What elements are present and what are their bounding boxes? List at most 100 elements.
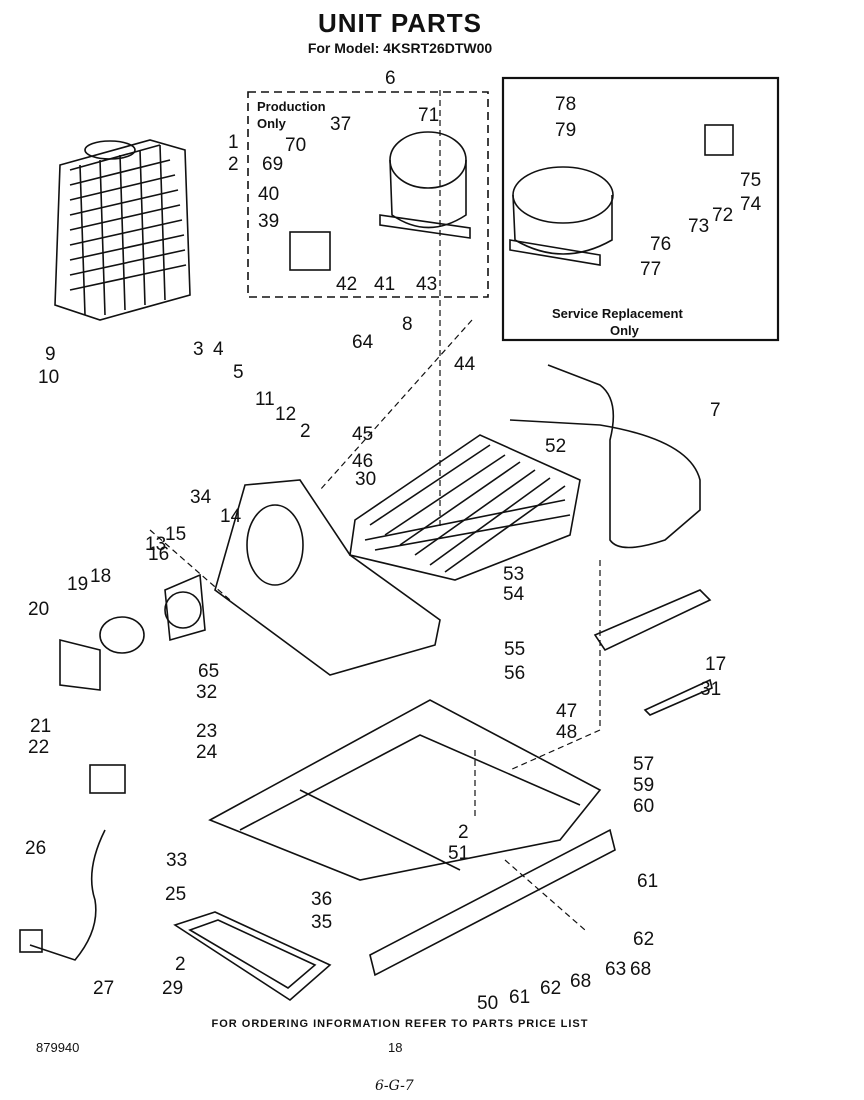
callout-63: 63	[605, 959, 626, 980]
service-compressor-part	[509, 166, 614, 266]
callout-16: 16	[148, 544, 169, 565]
callout-3: 3	[193, 339, 204, 360]
callout-79: 79	[555, 120, 576, 141]
callout-59: 59	[633, 775, 654, 796]
callout-1: 1	[228, 132, 239, 153]
callout-73: 73	[688, 216, 709, 237]
service-replacement-box	[501, 76, 780, 342]
callout-10: 10	[38, 367, 59, 388]
document-code: 879940	[36, 1040, 80, 1055]
callout-11: 11	[255, 389, 275, 410]
callout-26: 26	[25, 838, 46, 859]
callout-19: 19	[67, 574, 88, 595]
callout-43: 43	[416, 274, 437, 295]
callout-75: 75	[740, 170, 761, 191]
callout-15: 15	[165, 524, 186, 545]
callout-27: 27	[93, 978, 114, 999]
callout-36: 36	[311, 889, 332, 910]
callout-6: 6	[385, 68, 396, 89]
callout-70: 70	[285, 135, 306, 156]
callout-2: 2	[458, 822, 469, 843]
production-label: Production	[257, 99, 326, 114]
ordering-note: FOR ORDERING INFORMATION REFER TO PARTS …	[211, 1018, 589, 1030]
callout-7: 7	[710, 400, 721, 421]
callout-40: 40	[258, 184, 279, 205]
callout-5: 5	[233, 362, 244, 383]
callout-32: 32	[196, 682, 217, 703]
callout-35: 35	[311, 912, 332, 933]
callout-20: 20	[28, 599, 49, 620]
base-frame-part	[208, 699, 616, 977]
callout-18: 18	[90, 566, 111, 587]
tubing-part	[509, 364, 701, 549]
fan-shroud-part	[214, 479, 441, 676]
callout-30: 30	[355, 469, 376, 490]
callout-14: 14	[220, 506, 242, 527]
callout-50: 50	[477, 993, 498, 1014]
service-overload-part	[704, 124, 734, 156]
callout-65: 65	[198, 661, 219, 682]
page-number: 18	[388, 1040, 403, 1055]
production-only-box	[247, 91, 489, 298]
callout-44: 44	[454, 354, 476, 375]
callout-68: 68	[570, 971, 591, 992]
callout-2: 2	[228, 154, 239, 175]
callout-57: 57	[633, 754, 654, 775]
callout-9: 9	[45, 344, 56, 365]
callout-51: 51	[448, 843, 469, 864]
callout-2: 2	[175, 954, 186, 975]
callout-37: 37	[330, 114, 351, 135]
callout-22: 22	[28, 737, 49, 758]
callout-46: 46	[352, 451, 373, 472]
service-label: Service Replacement	[552, 306, 683, 321]
relay-part	[89, 764, 126, 794]
callout-25: 25	[165, 884, 186, 905]
callout-45: 45	[352, 424, 373, 445]
callout-8: 8	[402, 314, 413, 335]
callout-4: 4	[213, 339, 224, 360]
fan-blade-part	[164, 573, 206, 642]
evaporator-coil-part	[349, 434, 581, 581]
callout-41: 41	[374, 274, 395, 295]
callout-55: 55	[504, 639, 525, 660]
power-cord-part	[19, 829, 106, 961]
callout-34: 34	[190, 487, 212, 508]
callout-74: 74	[740, 194, 762, 215]
callout-39: 39	[258, 211, 279, 232]
callout-17: 17	[705, 654, 726, 675]
callout-54: 54	[503, 584, 525, 605]
condenser-coil-part	[54, 139, 191, 321]
callout-62: 62	[633, 929, 654, 950]
callout-71: 71	[418, 105, 439, 126]
callout-13: 13	[145, 534, 166, 555]
callout-68: 68	[630, 959, 651, 980]
page-title: UNIT PARTS	[317, 8, 483, 38]
callout-2: 2	[300, 421, 311, 442]
production-label-2: Only	[257, 116, 287, 131]
overload-part	[289, 231, 331, 271]
callout-64: 64	[352, 332, 374, 353]
drain-pan-part	[173, 911, 332, 1002]
handwritten-note: 6-G-7	[375, 1078, 414, 1094]
callout-76: 76	[650, 234, 671, 255]
callout-24: 24	[196, 742, 218, 763]
shelf-part	[593, 589, 712, 652]
callout-12: 12	[275, 404, 296, 425]
callout-61: 61	[637, 871, 658, 892]
callout-53: 53	[503, 564, 524, 585]
compressor-part	[379, 131, 471, 239]
heater-part	[643, 678, 713, 716]
model-subtitle: For Model: 4KSRT26DTW00	[307, 40, 493, 56]
callout-21: 21	[30, 716, 51, 737]
callout-42: 42	[336, 274, 357, 295]
callout-78: 78	[555, 94, 576, 115]
callout-31: 31	[700, 679, 721, 700]
callout-69: 69	[262, 154, 283, 175]
callout-23: 23	[196, 721, 217, 742]
callout-56: 56	[504, 663, 525, 684]
callout-52: 52	[545, 436, 566, 457]
callout-60: 60	[633, 796, 654, 817]
callout-29: 29	[162, 978, 183, 999]
callout-48: 48	[556, 722, 577, 743]
